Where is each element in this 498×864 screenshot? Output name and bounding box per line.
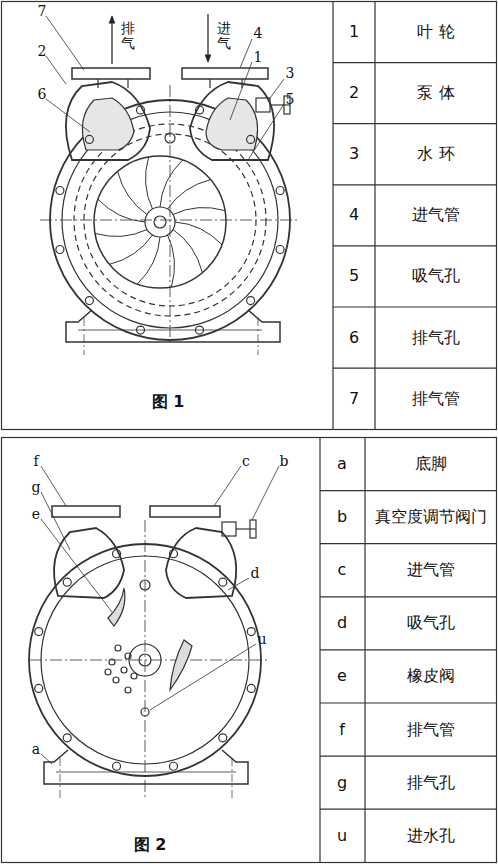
table-letter: c bbox=[338, 561, 347, 579]
table-rules bbox=[320, 63, 497, 810]
table-letter: f bbox=[339, 721, 345, 739]
table-name: 排气孔 bbox=[407, 774, 455, 792]
callout-letter: d bbox=[251, 566, 260, 581]
callout-number: 2 bbox=[38, 44, 47, 59]
table-name: 吸气孔 bbox=[412, 268, 460, 286]
callout-number: 6 bbox=[38, 87, 47, 102]
table-name: 排气孔 bbox=[412, 329, 460, 347]
table-name: 橡皮阀 bbox=[407, 668, 455, 686]
table-name: 底脚 bbox=[415, 455, 447, 473]
figure-caption: 图 1 bbox=[152, 393, 185, 411]
table-letter: d bbox=[337, 615, 347, 633]
table-number: 5 bbox=[349, 268, 359, 286]
callout-number: 7 bbox=[38, 4, 47, 19]
table-name: 排气管 bbox=[407, 721, 455, 739]
table-name: 真空度调节阀门 bbox=[375, 508, 487, 526]
flow-label: 排气 bbox=[121, 21, 135, 52]
table-name: 进气管 bbox=[412, 207, 460, 225]
table-letter: u bbox=[337, 827, 347, 845]
callout-number: 5 bbox=[286, 92, 295, 107]
table-letter: a bbox=[337, 455, 347, 473]
table-letter: b bbox=[337, 508, 347, 526]
panel-frame bbox=[2, 438, 497, 863]
callout-letter: g bbox=[32, 480, 41, 495]
table-number: 1 bbox=[349, 23, 359, 41]
figure-caption: 图 2 bbox=[134, 836, 167, 854]
table-name: 泵 体 bbox=[417, 84, 454, 102]
table-name: 叶 轮 bbox=[417, 23, 454, 41]
callout-number: 1 bbox=[254, 50, 263, 65]
table-name: 吸气孔 bbox=[407, 615, 455, 633]
callout-letter: u bbox=[257, 632, 266, 647]
table-number: 7 bbox=[349, 390, 359, 408]
table-name: 水 环 bbox=[417, 145, 454, 163]
callout-letter: a bbox=[32, 742, 40, 757]
water-ring-pump bbox=[40, 14, 300, 355]
table-number: 3 bbox=[349, 145, 359, 163]
table-letter: e bbox=[337, 668, 347, 686]
callout-letter: e bbox=[32, 507, 40, 522]
callout-number: 3 bbox=[286, 66, 295, 81]
flow-label: 进气 bbox=[217, 21, 231, 52]
panel-frame bbox=[2, 2, 497, 430]
table-number: 6 bbox=[349, 329, 359, 347]
table-number: 4 bbox=[349, 207, 359, 225]
table-name: 排气管 bbox=[412, 390, 460, 408]
callout-letter: f bbox=[33, 454, 38, 469]
callout-letter: c bbox=[242, 454, 250, 469]
table-letter: g bbox=[337, 774, 347, 792]
callout-number: 4 bbox=[254, 26, 263, 41]
table-number: 2 bbox=[349, 84, 359, 102]
callout-letter: b bbox=[280, 454, 289, 469]
table-name: 进气管 bbox=[407, 561, 455, 579]
table-name: 进水孔 bbox=[407, 827, 455, 845]
water-ring-pump-front bbox=[29, 466, 279, 800]
